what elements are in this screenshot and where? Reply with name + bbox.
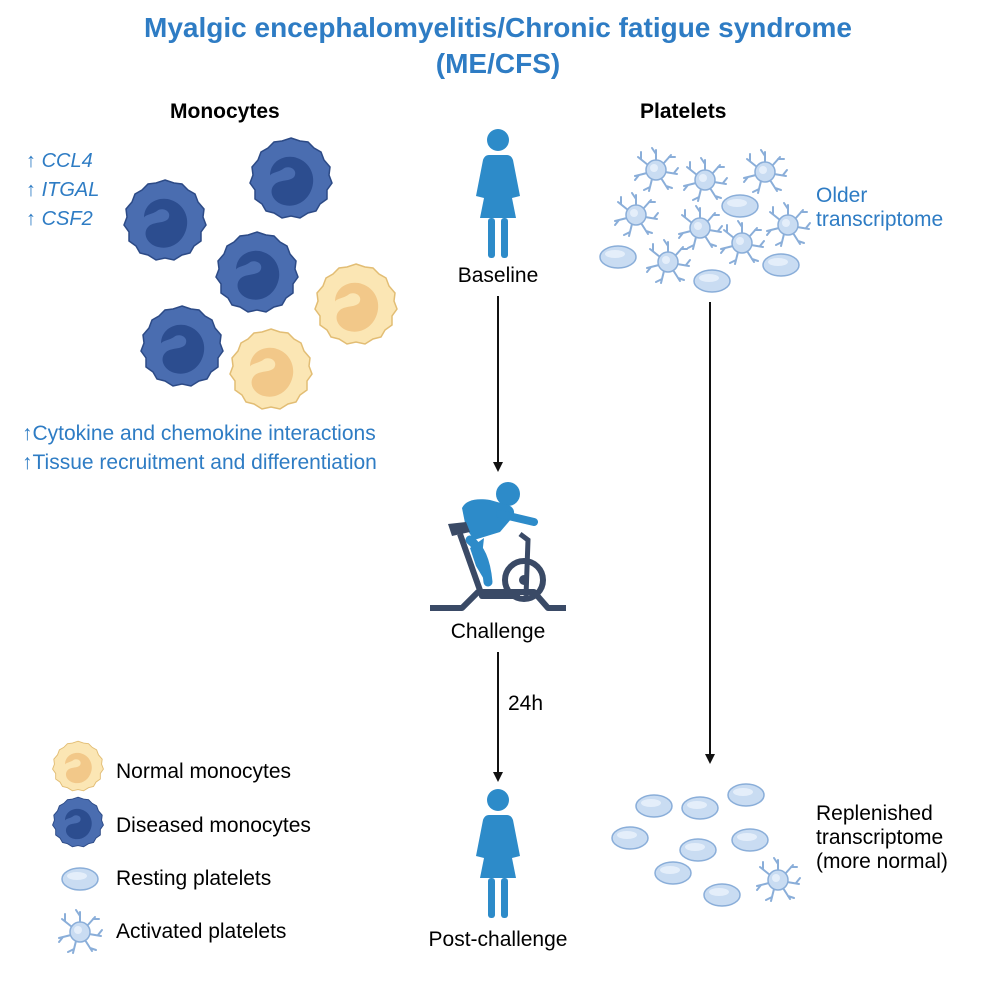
- activated-platelet-icon: [743, 149, 788, 194]
- pathway-tissue-recruitment: ↑Tissue recruitment and differentiation: [22, 451, 377, 474]
- resting-platelet-icon: [679, 838, 717, 862]
- resting-platelet-icon: [727, 783, 765, 807]
- resting-platelet-icon: [681, 796, 719, 820]
- resting-platelet-icon: [654, 861, 692, 885]
- activated-platelet-icon: [614, 192, 659, 237]
- normal-monocyte-icon: [52, 740, 104, 792]
- normal-monocyte-cell: [314, 263, 398, 345]
- normal-monocyte-cell: [229, 328, 313, 410]
- post-challenge-label: Post-challenge: [428, 928, 568, 951]
- monocytes-heading: Monocytes: [170, 100, 280, 123]
- activated-platelet-icon: [678, 205, 723, 250]
- older-transcriptome-label: Older transcriptome: [816, 184, 944, 232]
- gene-itgal: ↑ ITGAL: [26, 179, 100, 201]
- diseased-monocyte-cell: [215, 231, 299, 313]
- activated-platelet-icon: [634, 147, 679, 192]
- baseline-label: Baseline: [457, 264, 539, 287]
- challenge-label: Challenge: [450, 620, 546, 643]
- figure-title-abbrev: (ME/CFS): [435, 48, 561, 79]
- activated-platelet-icon: [756, 857, 801, 902]
- diseased-monocyte-icon: [52, 796, 104, 848]
- interval-label: 24h: [508, 692, 544, 715]
- monocyte-cluster: [123, 137, 398, 410]
- activated-platelet-icon: [683, 157, 728, 202]
- platelets-heading: Platelets: [640, 100, 727, 123]
- activated-platelet-icon: [58, 909, 103, 954]
- gene-csf2: ↑ CSF2: [26, 208, 93, 230]
- resting-platelet-icon: [703, 883, 741, 907]
- resting-platelet-icon: [611, 826, 649, 850]
- figure-title: Myalgic encephalomyelitis/Chronic fatigu…: [144, 12, 852, 43]
- diseased-monocyte-cell: [123, 179, 207, 261]
- pathway-cytokine: ↑Cytokine and chemokine interactions: [22, 422, 376, 445]
- resting-platelet-icon: [762, 253, 800, 277]
- activated-platelet-icon: [646, 239, 691, 284]
- woman-baseline-icon: [476, 129, 520, 258]
- resting-platelet-icon: [721, 194, 759, 218]
- diseased-monocyte-cell: [140, 305, 224, 387]
- resting-platelet-icon: [635, 794, 673, 818]
- resting-platelet-icon: [693, 269, 731, 293]
- legend-resting-platelets: Resting platelets: [116, 867, 272, 890]
- diseased-monocyte-cell: [249, 137, 333, 219]
- activated-platelet-icon: [766, 202, 811, 247]
- replenished-transcriptome-label: Replenished transcriptome (more normal): [816, 802, 948, 874]
- platelet-cluster-replenished: [611, 783, 801, 907]
- resting-platelet-icon: [61, 867, 99, 891]
- gene-ccl4: ↑ CCL4: [26, 150, 93, 172]
- activated-platelet-icon: [720, 220, 765, 265]
- legend-activated-platelets: Activated platelets: [116, 920, 287, 943]
- exercise-bike-icon: [430, 482, 566, 611]
- platelet-cluster-older: [599, 147, 811, 293]
- legend-diseased-monocytes: Diseased monocytes: [116, 814, 311, 837]
- woman-post-challenge-icon: [476, 789, 520, 918]
- resting-platelet-icon: [599, 245, 637, 269]
- legend-normal-monocytes: Normal monocytes: [116, 760, 292, 783]
- resting-platelet-icon: [731, 828, 769, 852]
